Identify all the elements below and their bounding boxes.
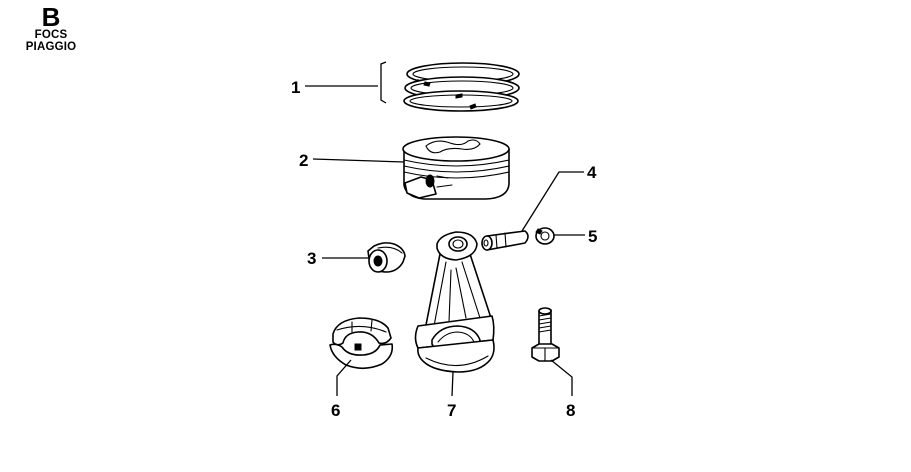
piston-pin-icon[interactable]: [481, 230, 529, 251]
connecting-rod-icon[interactable]: [414, 231, 495, 373]
header-line-2: PIAGGIO: [25, 40, 77, 53]
piston-rings-icon[interactable]: [403, 62, 520, 112]
big-end-bearing-shells-icon[interactable]: [329, 317, 394, 370]
callout-number-3: 3: [307, 249, 316, 268]
callout-number-7: 7: [447, 401, 456, 420]
callout-number-5: 5: [588, 227, 597, 246]
leader-line-2: [312, 158, 405, 163]
piston-icon[interactable]: [402, 136, 510, 200]
header-line-1: FOCS: [34, 29, 68, 41]
small-end-bushing-icon[interactable]: [367, 242, 406, 273]
leader-line-8: [550, 359, 573, 396]
section-letter: B: [41, 2, 61, 32]
leader-line-7: [451, 371, 454, 397]
leader-line-4: [521, 171, 584, 232]
callout-number-2: 2: [299, 151, 308, 170]
callout-number-6: 6: [331, 401, 340, 420]
circlip-icon[interactable]: [535, 227, 555, 245]
rod-bolt-icon[interactable]: [531, 307, 560, 362]
callout-number-1: 1: [291, 78, 300, 97]
leader-line-6: [336, 359, 352, 396]
diagram-header: B FOCS PIAGGIO: [6, 4, 96, 53]
ring-set-bracket: [380, 61, 387, 104]
callout-number-4: 4: [587, 163, 597, 182]
callout-number-8: 8: [566, 401, 575, 420]
